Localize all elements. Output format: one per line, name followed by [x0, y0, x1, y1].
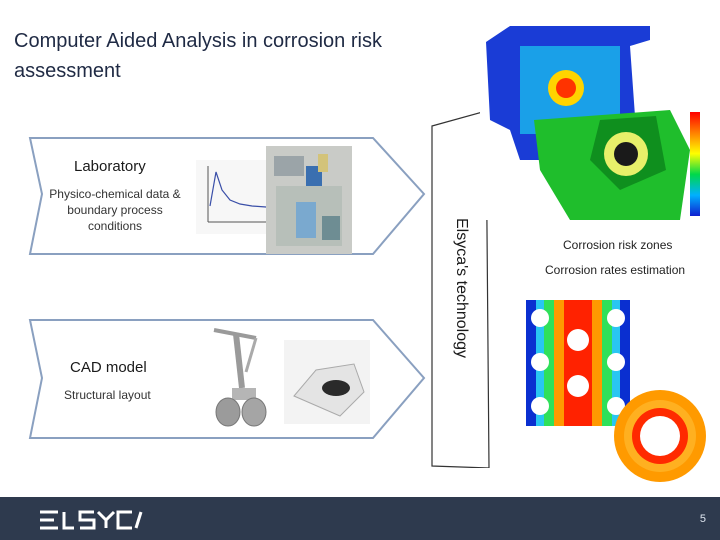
landing-gear-drawing [206, 326, 282, 441]
slide-title: Computer Aided Analysis in corrosion ris… [14, 30, 382, 82]
laboratory-description: Physico-chemical data & boundary process… [49, 187, 181, 233]
cad-description: Structural layout [64, 388, 151, 402]
simulation-image-ring [612, 388, 708, 489]
technology-box [431, 110, 491, 469]
simulation-image-top [480, 20, 710, 225]
cad-heading: CAD model [70, 359, 147, 376]
output-corrosion-zones: Corrosion risk zones [563, 238, 673, 252]
laboratory-heading: Laboratory [74, 158, 146, 175]
footer-bar: 5 [0, 497, 720, 540]
technology-label: Elsyca's technology [453, 217, 470, 359]
lab-equipment-photo [266, 146, 352, 259]
simulation-image-plate [526, 300, 630, 431]
part-render [284, 340, 370, 429]
page-number: 5 [699, 513, 706, 525]
output-corrosion-rates: Corrosion rates estimation [545, 263, 686, 277]
elsyca-logo [38, 509, 144, 536]
